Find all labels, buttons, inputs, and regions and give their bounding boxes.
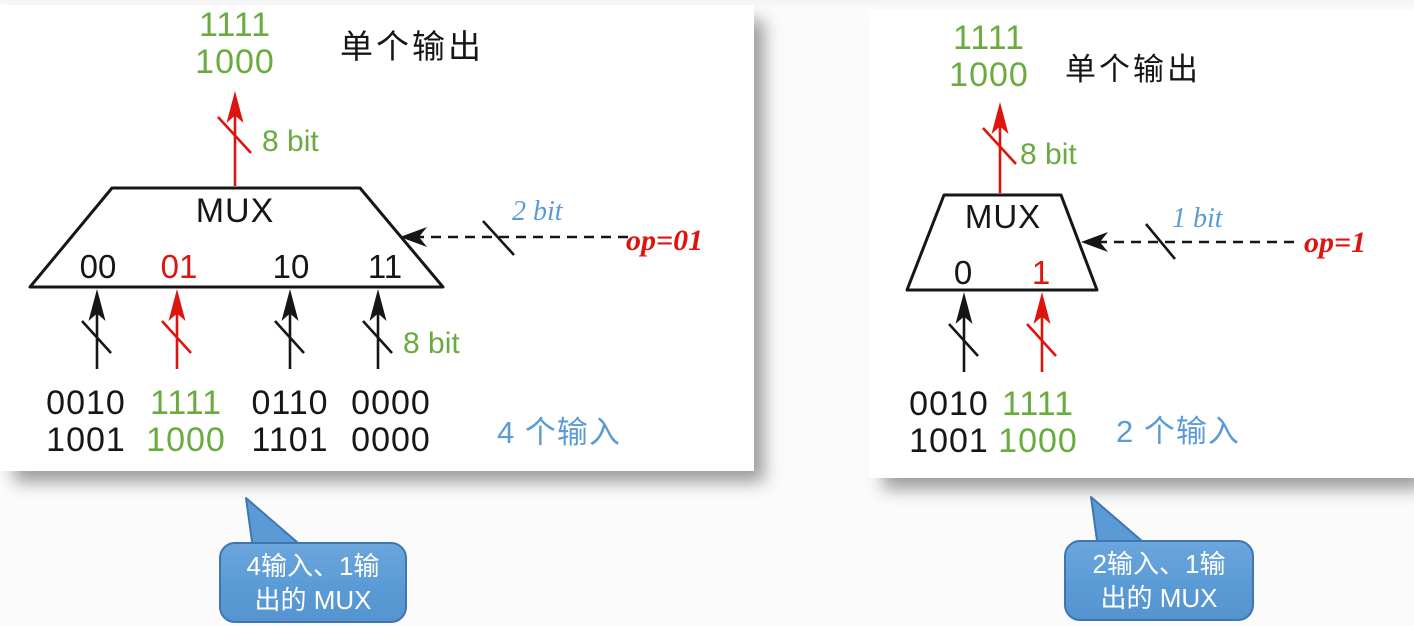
output-value-line2: 1000: [949, 56, 1029, 94]
four-input-mux-panel: 1111 1000 单个输出 8 bit MUX 00 01 10 11 2 b…: [0, 5, 754, 471]
mux-label: MUX: [964, 198, 1042, 235]
input-value-1-line1: 1111: [1001, 385, 1075, 423]
input-value-3-line1: 0000: [351, 384, 431, 422]
output-arrow: [982, 102, 1017, 193]
input-value-0-line2: 1001: [909, 422, 989, 460]
input-value-2-line2: 1101: [251, 421, 329, 459]
input-value-0-line2: 1001: [46, 421, 126, 459]
output-bus-slash-icon: [982, 127, 1017, 165]
input-value-3-line2: 0000: [351, 421, 431, 459]
mux-label: MUX: [195, 192, 275, 230]
input-bus-width-label: 8 bit: [403, 327, 460, 360]
select-label-0: 0: [953, 254, 973, 291]
two-input-mux-drawing: [905, 102, 1294, 372]
input-value-1-line1: 1111: [149, 384, 223, 422]
control-arrowhead-icon: [1081, 232, 1108, 252]
input-value-1: 1111 1000: [131, 385, 241, 459]
mux-trapezoid: [28, 186, 445, 289]
left-callout-bubble: 4输入、1输 出的 MUX: [219, 542, 407, 623]
output-value: 1111 1000: [180, 7, 290, 81]
input-arrow-1: [161, 289, 192, 369]
input-value-0-line1: 0010: [46, 384, 126, 422]
four-input-mux-drawing: [28, 91, 628, 369]
output-value-line1: 1111: [198, 6, 272, 44]
input-arrow-0: [81, 289, 112, 369]
select-label-00: 00: [79, 248, 117, 285]
input-value-1-line2: 1000: [998, 422, 1078, 460]
control-arrow: [400, 220, 628, 256]
input-value-1: 1111 1000: [983, 386, 1093, 460]
two-input-mux-panel: 1111 1000 单个输出 8 bit MUX 0 1 1 bit op=1 …: [869, 10, 1414, 478]
select-label-10: 10: [272, 248, 310, 285]
control-arrow: [1081, 223, 1294, 260]
left-callout-line2: 出的 MUX: [254, 585, 372, 615]
output-arrowhead-icon: [226, 91, 244, 123]
output-value-line1: 1111: [952, 19, 1026, 57]
output-arrow: [217, 91, 252, 186]
control-value-label: op=1: [1304, 226, 1367, 259]
select-label-11: 11: [367, 248, 403, 285]
inputs-count-note: 2 个输入: [1116, 414, 1240, 449]
input-arrow-1: [1026, 292, 1057, 372]
output-bus-width-label: 8 bit: [1020, 138, 1077, 171]
output-value-line2: 1000: [195, 43, 275, 81]
input-value-1-line2: 1000: [146, 421, 226, 459]
input-value-2-line1: 0110: [251, 384, 329, 422]
control-bus-width-label: 2 bit: [512, 196, 563, 227]
input-arrow-2: [274, 289, 305, 369]
input-value-2: 0110 1101: [235, 385, 345, 459]
input-value-0: 0010 1001: [894, 386, 1004, 460]
control-bus-width-label: 1 bit: [1172, 203, 1223, 234]
output-bus-width-label: 8 bit: [262, 125, 319, 158]
output-value: 1111 1000: [934, 20, 1044, 94]
right-callout-bubble: 2输入、1输 出的 MUX: [1064, 540, 1254, 621]
input-value-0: 0010 1001: [31, 385, 141, 459]
right-callout-line2: 出的 MUX: [1100, 583, 1218, 613]
input-arrow-3: [362, 289, 393, 369]
input-value-3: 0000 0000: [336, 385, 446, 459]
output-bus-slash-icon: [217, 116, 252, 154]
input-arrow-0: [948, 292, 979, 372]
left-callout-line1: 4输入、1输: [246, 551, 380, 581]
panel-title: 单个输出: [1065, 52, 1201, 87]
control-arrowhead-icon: [400, 227, 427, 247]
panel-title: 单个输出: [340, 28, 484, 65]
mux-trapezoid: [905, 193, 1099, 292]
input-value-0-line1: 0010: [909, 385, 989, 423]
control-value-label: op=01: [626, 224, 704, 257]
select-label-01: 01: [160, 248, 198, 285]
control-bus-slash-icon: [482, 220, 515, 256]
inputs-count-note: 4 个输入: [497, 415, 621, 450]
right-callout-line1: 2输入、1输: [1092, 549, 1226, 579]
select-label-1: 1: [1031, 254, 1051, 291]
output-arrowhead-icon: [991, 102, 1009, 134]
control-bus-slash-icon: [1144, 223, 1177, 260]
